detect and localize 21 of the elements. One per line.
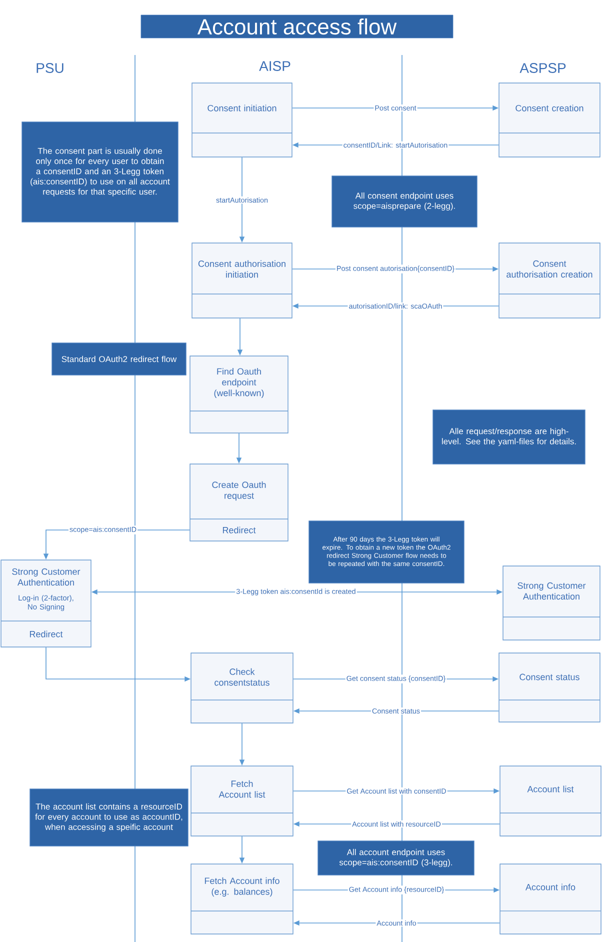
note-box: All consent endpoint uses scope=aisprepare (2-legg).	[332, 176, 478, 228]
process-box: Account info	[500, 864, 602, 934]
note-box: The consent part is usually done only once for every user to obtain a consentID and an 3-Legg token (ais:consentID) to use on all account requests for that specific user.	[22, 122, 178, 222]
process-box: Consent initiation	[192, 82, 292, 158]
process-box: Create Oauth request Redirect	[190, 464, 288, 542]
process-box: Strong Customer Authentication	[502, 566, 600, 640]
process-box: Consent authorisation initiation	[192, 242, 292, 318]
process-box: Check consentstatus	[190, 652, 294, 724]
process-box: Consent authorisation creation	[498, 242, 600, 318]
process-box: Fetch Account list	[190, 766, 294, 836]
process-box: Consent creation	[498, 82, 600, 158]
lane-heading: PSU	[36, 63, 64, 73]
process-box: Find Oauth endpoint (well-known)	[190, 356, 288, 434]
process-box: Fetch Account info (e.g. balances)	[190, 864, 294, 934]
title-banner: Account access flow	[140, 14, 454, 38]
note-box: Alle request/response are high-level. See the yaml-files for details.	[432, 410, 586, 464]
note-box: Standard OAuth2 redirect flow	[52, 342, 186, 376]
process-box: Consent status	[498, 652, 600, 722]
note-box: All account endpoint uses scope=ais:consentID (3-legg).	[318, 840, 474, 876]
note-box: The account list contains a resourceID for every account to use as accountID, when accessing a speific account	[30, 788, 188, 846]
process-box: Account list	[500, 766, 602, 836]
